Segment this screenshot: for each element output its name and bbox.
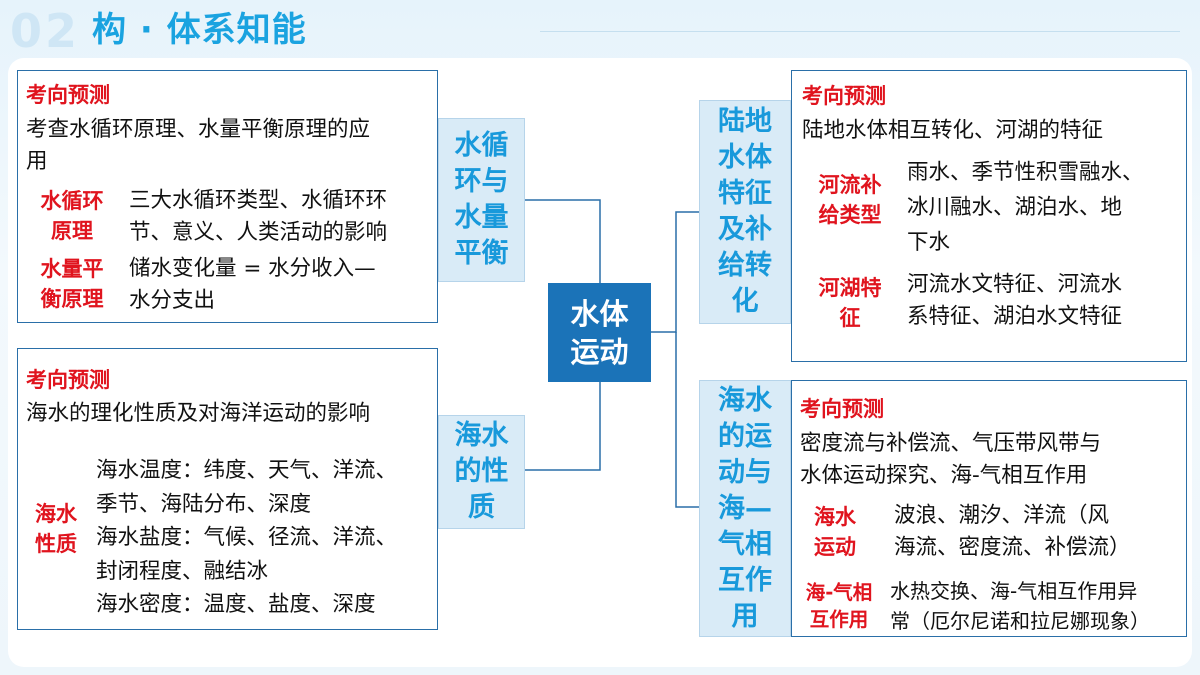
text-seawater-movement: 波浪、潮汐、洋流（风 海流、密度流、补偿流） xyxy=(894,503,1131,560)
topic-seawater-properties: 海水 的性 质 xyxy=(438,415,525,529)
label-river-lake-features: 河湖特 征 xyxy=(818,276,882,330)
forecast-intro: 陆地水体相互转化、河湖的特征 xyxy=(802,118,1104,143)
text-sea-air-interaction: 水热交换、海-气相互作用异 常（厄尔尼诺和拉尼娜现象） xyxy=(890,579,1150,633)
forecast-intro: 海水的理化性质及对海洋运动的影响 xyxy=(26,401,371,426)
text-river-supply-types: 雨水、季节性积雪融水、 冰川融水、湖泊水、地 下水 xyxy=(907,160,1144,255)
text-river-lake-features: 河流水文特征、河流水 系特征、湖泊水文特征 xyxy=(907,272,1123,329)
header: 02 构 · 体系知能 xyxy=(0,0,1200,58)
topic-seawater-motion: 海水 的运 动与 海— 气相 互作 用 xyxy=(699,380,791,637)
forecast-intro: 考查水循环原理、水量平衡原理的应 用 xyxy=(26,117,371,174)
box-water-cycle: 考向预测 考查水循环原理、水量平衡原理的应 用 水循环 原理 三大水循环类型、水… xyxy=(17,70,438,323)
box-seawater-motion: 考向预测 密度流与补偿流、气压带风带与 水体运动探究、海-气相互作用 海水 运动… xyxy=(791,380,1187,637)
forecast-heading: 考向预测 xyxy=(800,397,884,421)
text-water-balance-principle: 储水变化量 = 水分收入— 水分支出 xyxy=(129,256,376,313)
forecast-intro: 密度流与补偿流、气压带风带与 水体运动探究、海-气相互作用 xyxy=(800,431,1102,488)
box-land-water: 考向预测 陆地水体相互转化、河湖的特征 河流补 给类型 雨水、季节性积雪融水、 … xyxy=(791,70,1187,362)
label-river-supply-types: 河流补 给类型 xyxy=(818,173,882,227)
label-seawater-properties: 海水 性质 xyxy=(35,502,77,556)
text-water-cycle-principle: 三大水循环类型、水循环环 节、意义、人类活动的影响 xyxy=(129,188,388,245)
text-seawater-properties: 海水温度：纬度、天气、洋流、 季节、海陆分布、深度 海水盐度：气候、径流、洋流、… xyxy=(96,458,398,617)
center-node-water-movement: 水体 运动 xyxy=(548,283,651,382)
box-seawater-properties: 考向预测 海水的理化性质及对海洋运动的影响 海水 性质 海水温度：纬度、天气、洋… xyxy=(17,348,438,630)
label-water-cycle-principle: 水循环 原理 xyxy=(40,189,104,243)
label-sea-air-interaction: 海-气相 互作用 xyxy=(805,581,873,631)
forecast-heading: 考向预测 xyxy=(802,84,886,108)
forecast-heading: 考向预测 xyxy=(26,368,110,392)
label-water-balance-principle: 水量平 衡原理 xyxy=(40,257,104,311)
page-title: 构 · 体系知能 xyxy=(92,10,307,50)
title-divider xyxy=(540,31,1180,32)
topic-water-cycle-balance: 水循 环与 水量 平衡 xyxy=(438,118,525,282)
topic-land-water: 陆地 水体 特征 及补 给转 化 xyxy=(699,100,791,324)
label-seawater-movement: 海水 运动 xyxy=(814,505,856,559)
section-number: 02 xyxy=(10,4,81,58)
forecast-heading: 考向预测 xyxy=(26,83,110,107)
